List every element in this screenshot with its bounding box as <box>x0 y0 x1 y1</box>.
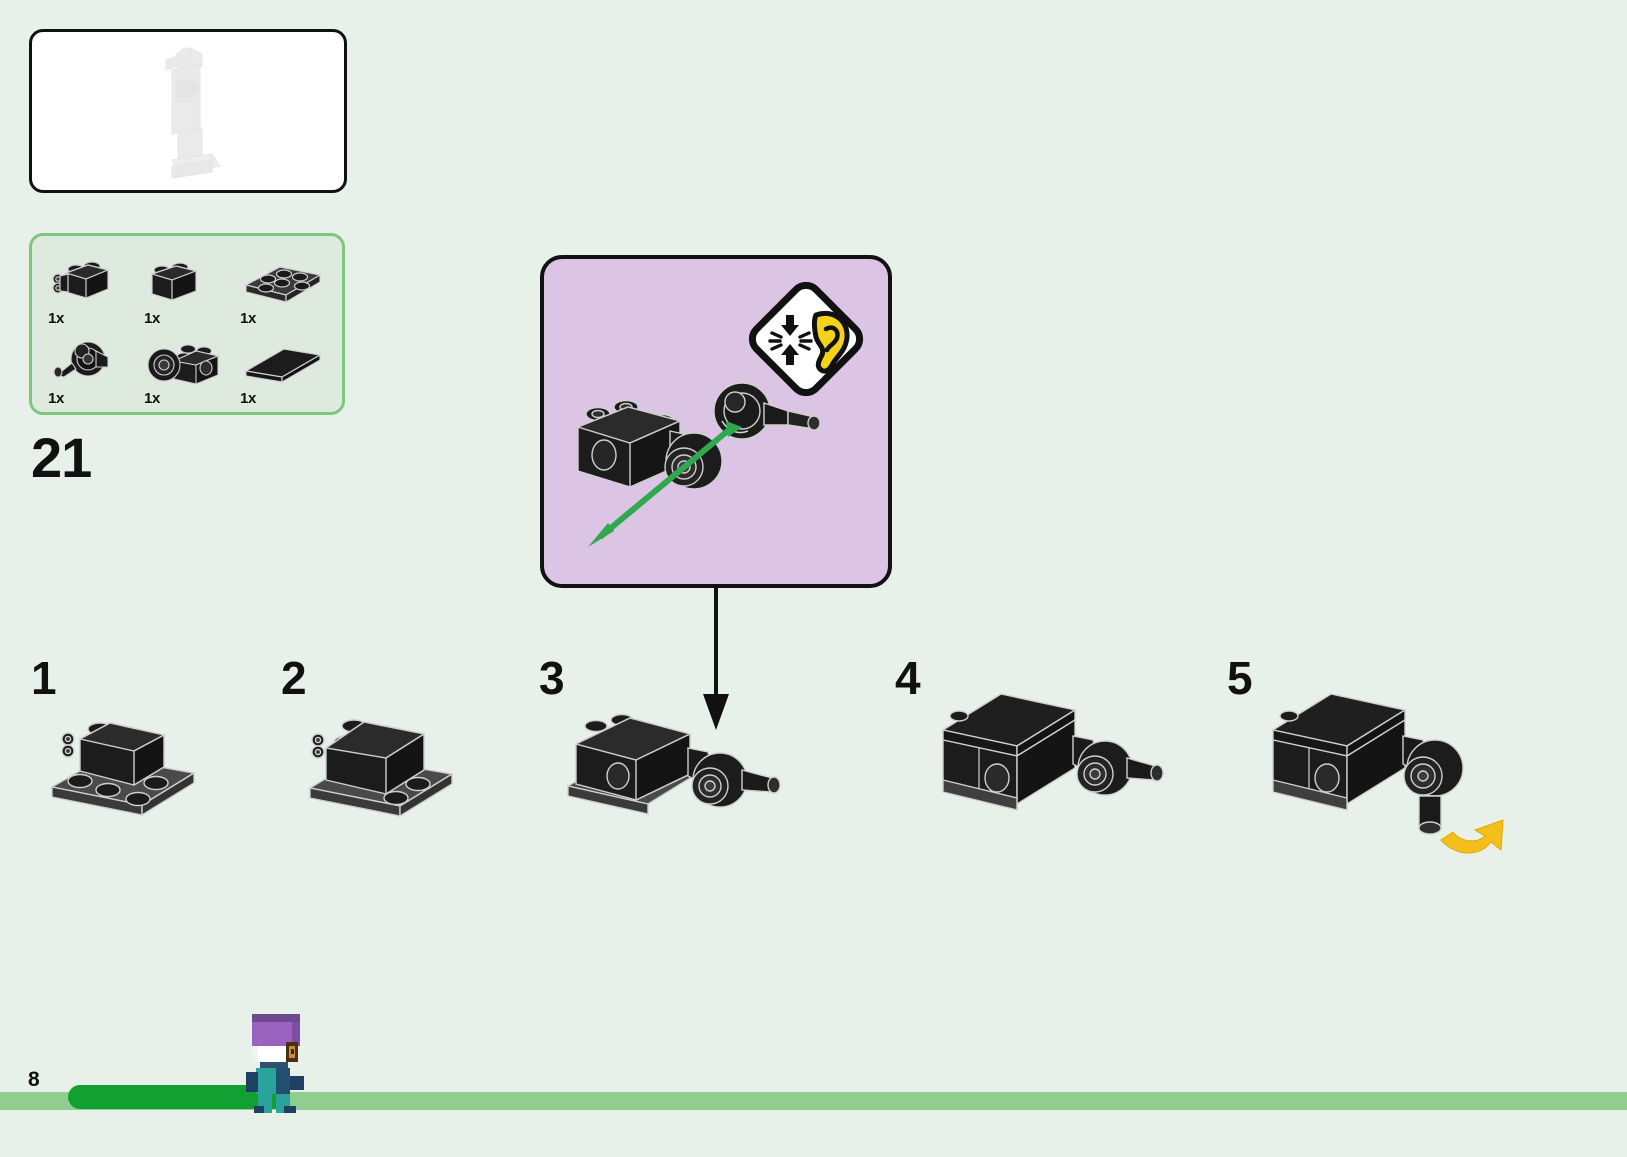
minecraft-walking-character-icon <box>246 1014 304 1113</box>
part-item: 1x <box>46 246 142 326</box>
part-quantity: 1x <box>144 310 161 327</box>
progress-track <box>0 1092 1627 1110</box>
part-item: 1x <box>238 246 334 326</box>
step-number: 5 <box>1227 652 1253 704</box>
brick-1x2-with-pin-holes-icon <box>48 257 116 309</box>
part-quantity: 1x <box>48 310 65 327</box>
technic-ball-joint-connector-icon <box>48 337 120 389</box>
step-number: 3 <box>539 652 565 704</box>
step-number: 1 <box>31 652 57 704</box>
step-5-art <box>1271 693 1504 854</box>
part-quantity: 1x <box>144 390 161 407</box>
sub-assembly-callout-box <box>540 255 892 588</box>
part-quantity: 1x <box>240 310 257 327</box>
step-major-number: 21 <box>31 426 92 489</box>
step-1: 1 <box>31 652 57 704</box>
model-ghost-icon <box>165 47 221 179</box>
rotate-arrow-icon <box>1440 819 1504 854</box>
parts-grid: 1x 1x <box>32 236 342 412</box>
brick-2x2-with-axle-hole-icon <box>144 337 226 389</box>
parts-inventory-box: 1x 1x <box>29 233 345 415</box>
part-item: 1x <box>46 326 142 406</box>
brick-1x2-icon <box>144 257 206 309</box>
step-2-art <box>308 719 454 818</box>
part-quantity: 1x <box>240 390 257 407</box>
step-3-art <box>566 713 781 815</box>
step-1-art <box>50 722 196 817</box>
tile-1x3-icon <box>240 337 326 389</box>
step-number: 2 <box>281 652 307 704</box>
part-quantity: 1x <box>48 390 65 407</box>
listen-for-click-sign-icon <box>748 281 864 397</box>
plate-2x3-icon <box>240 257 328 309</box>
green-assembly-arrow <box>588 421 742 547</box>
callout-leader-arrow <box>703 588 729 730</box>
part-item: 1x <box>238 326 334 406</box>
part-item: 1x <box>142 246 238 326</box>
step-4-art <box>941 693 1164 811</box>
page-number: 8 <box>28 1068 40 1091</box>
step-4: 4 <box>895 652 921 704</box>
part-item: 1x <box>142 326 238 406</box>
step-2: 2 <box>281 652 307 704</box>
model-preview-box <box>29 29 347 193</box>
callout-assembly-art <box>575 382 821 547</box>
step-number: 4 <box>895 652 921 704</box>
step-3: 3 <box>539 652 565 704</box>
step-5: 5 <box>1227 652 1253 704</box>
